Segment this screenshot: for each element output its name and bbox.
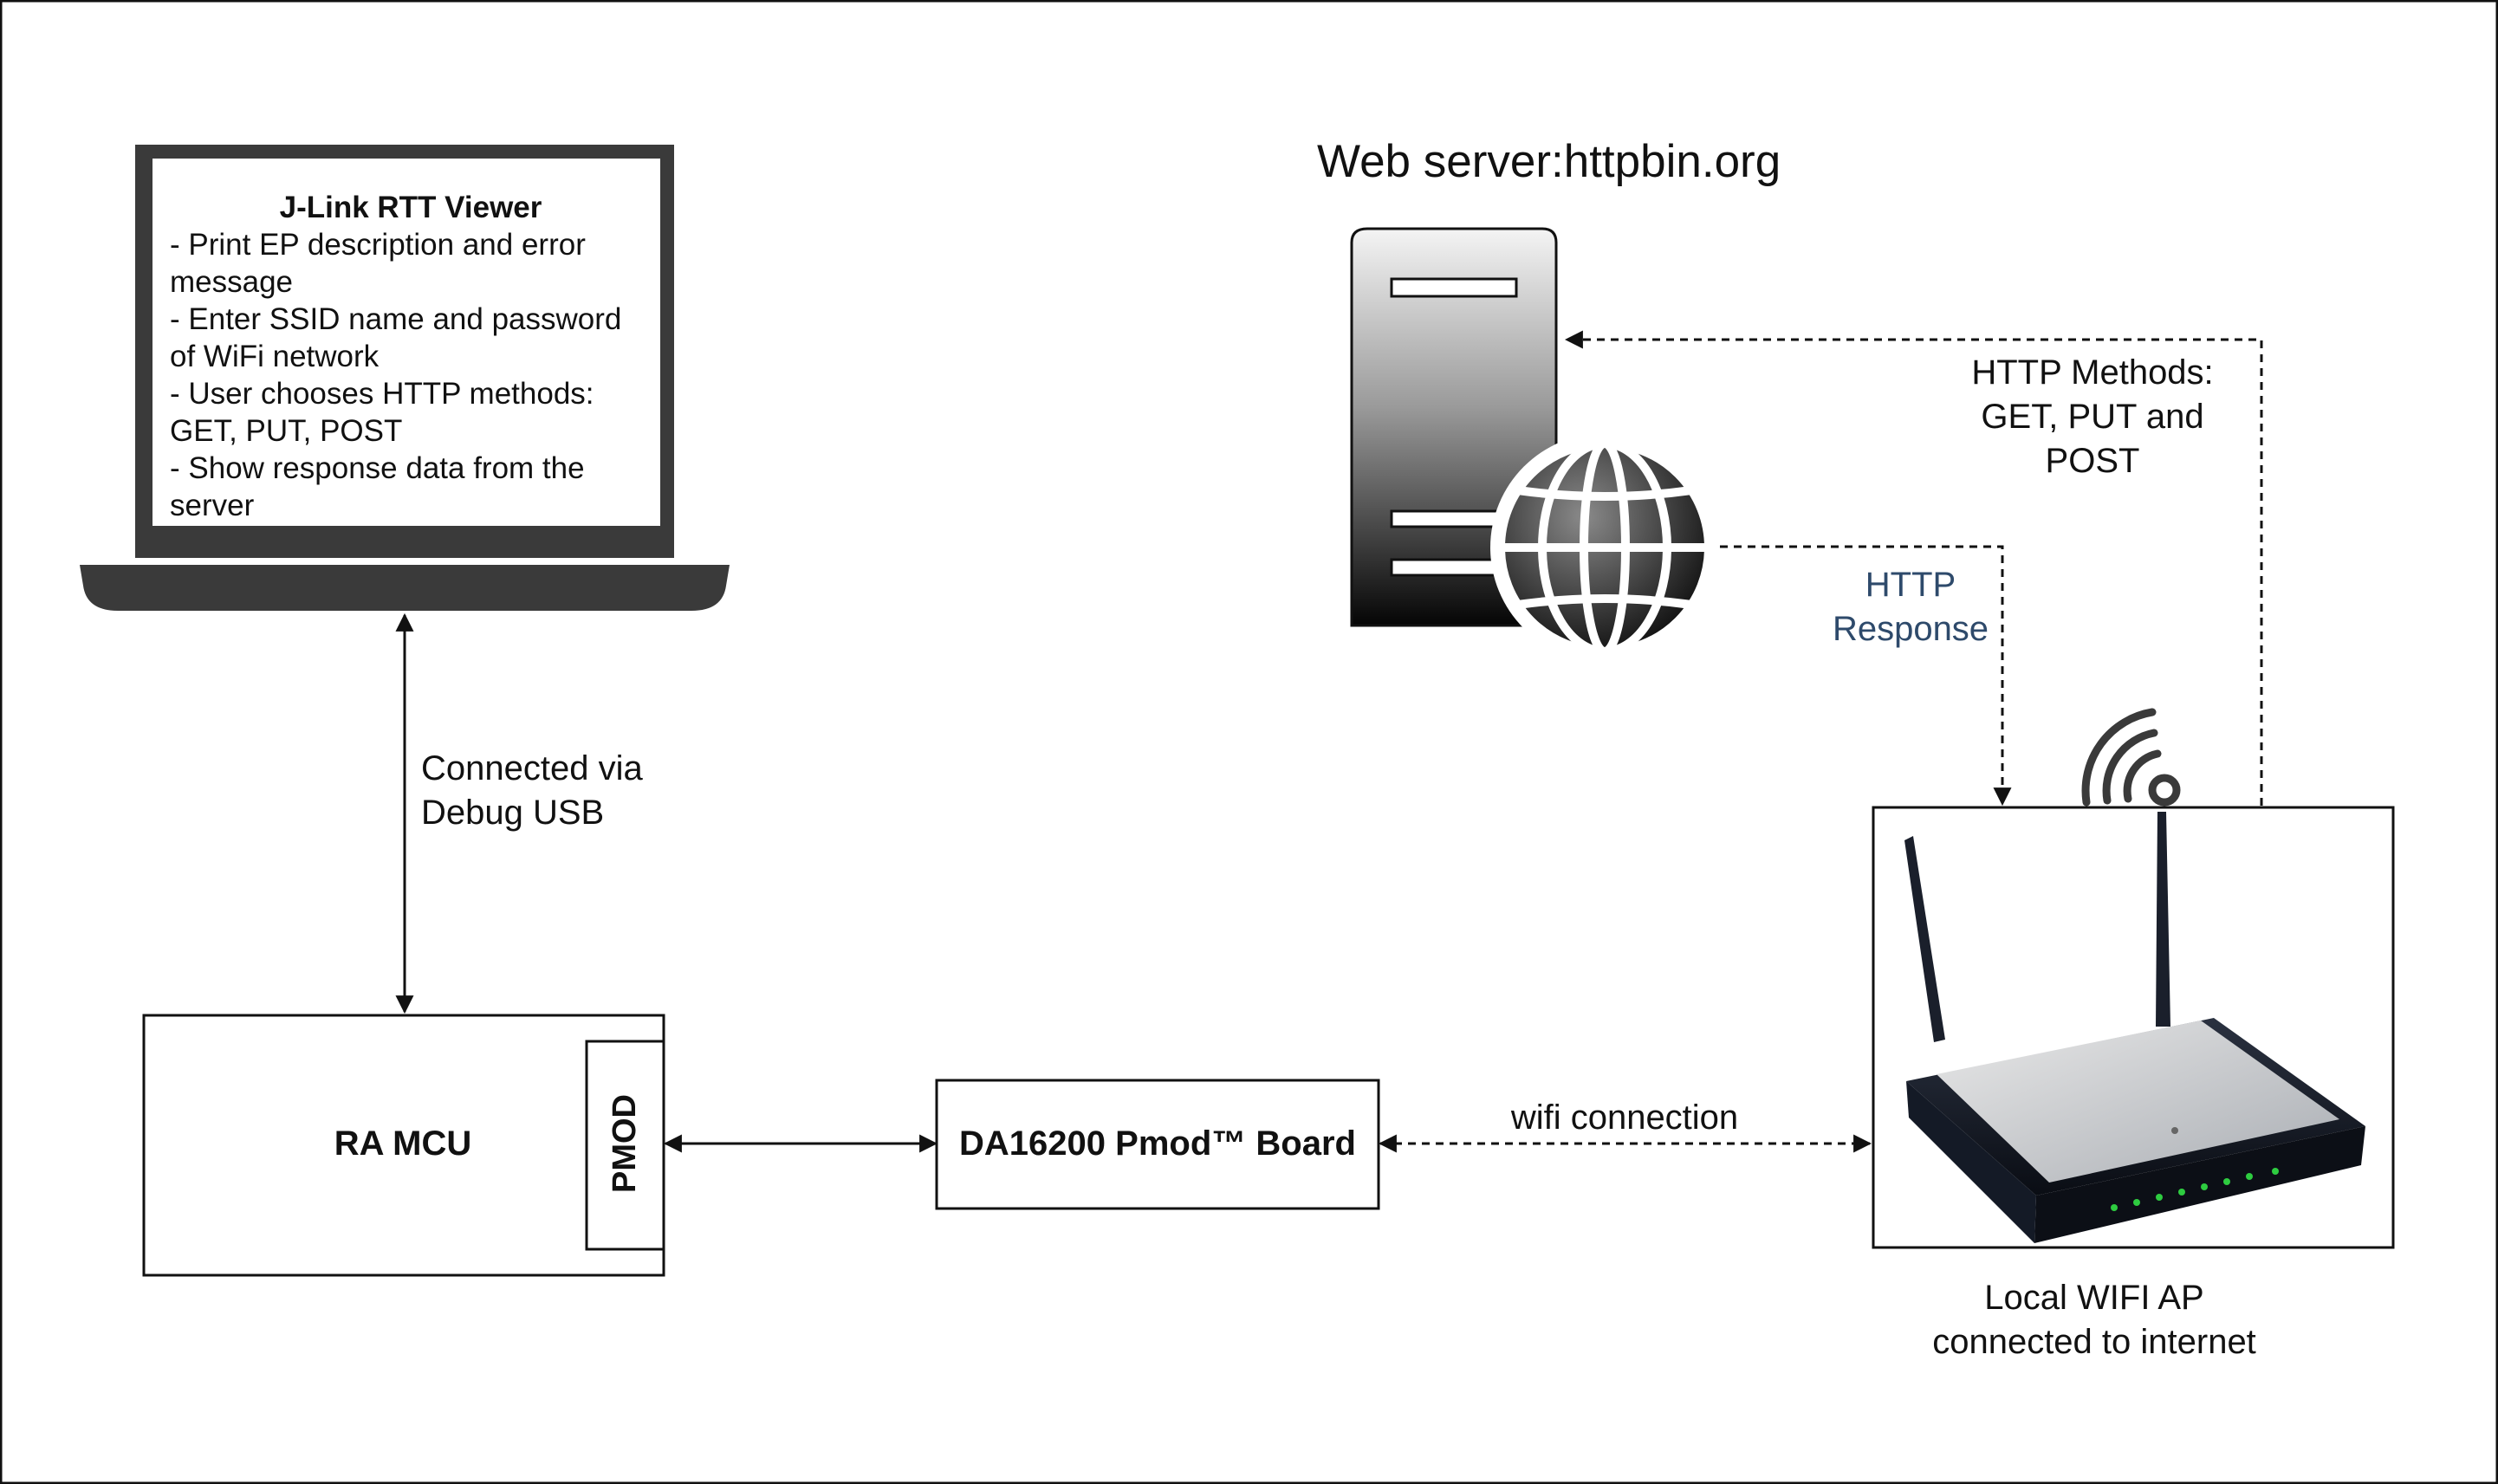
rtt-line-ssid: - Enter SSID name and password of WiFi n… <box>170 302 622 373</box>
wifi-signal-icon <box>2081 708 2181 807</box>
pmod-port <box>585 1040 665 1251</box>
http-response-label: HTTP Response <box>1832 566 1989 648</box>
pmod-board-box <box>935 1079 1380 1210</box>
globe-icon <box>1490 433 1719 662</box>
pmod-port-label: PMOD <box>607 1094 643 1193</box>
rtt-viewer-title: J-Link RTT Viewer <box>279 191 542 224</box>
ra-mcu-label: RA MCU <box>334 1124 472 1163</box>
pmod-board-label: DA16200 Pmod™ Board <box>959 1124 1356 1163</box>
http-request-arrow <box>1564 330 2263 806</box>
server-title: Web server:httpbin.org <box>1317 136 1781 187</box>
rtt-viewer-panel: J-Link RTT Viewer - Print EP description… <box>170 189 652 524</box>
rtt-line-description: - Print EP description and error message <box>170 228 586 299</box>
usb-connection-label: Connected via Debug USB <box>421 749 643 832</box>
router-icon <box>1904 812 2365 1243</box>
wifi-connection-label: wifi connection <box>1510 1098 1739 1137</box>
rtt-line-http-methods: - User chooses HTTP methods: GET, PUT, P… <box>170 377 594 448</box>
router-caption: Local WIFI AP connected to internet <box>1932 1279 2256 1361</box>
laptop-icon <box>80 145 730 611</box>
ra-mcu-box <box>142 1014 665 1277</box>
http-methods-label: HTTP Methods: GET, PUT and POST <box>1971 353 2214 480</box>
http-response-arrow <box>1720 545 2012 807</box>
rtt-line-response: - Show response data from the server <box>170 451 585 522</box>
